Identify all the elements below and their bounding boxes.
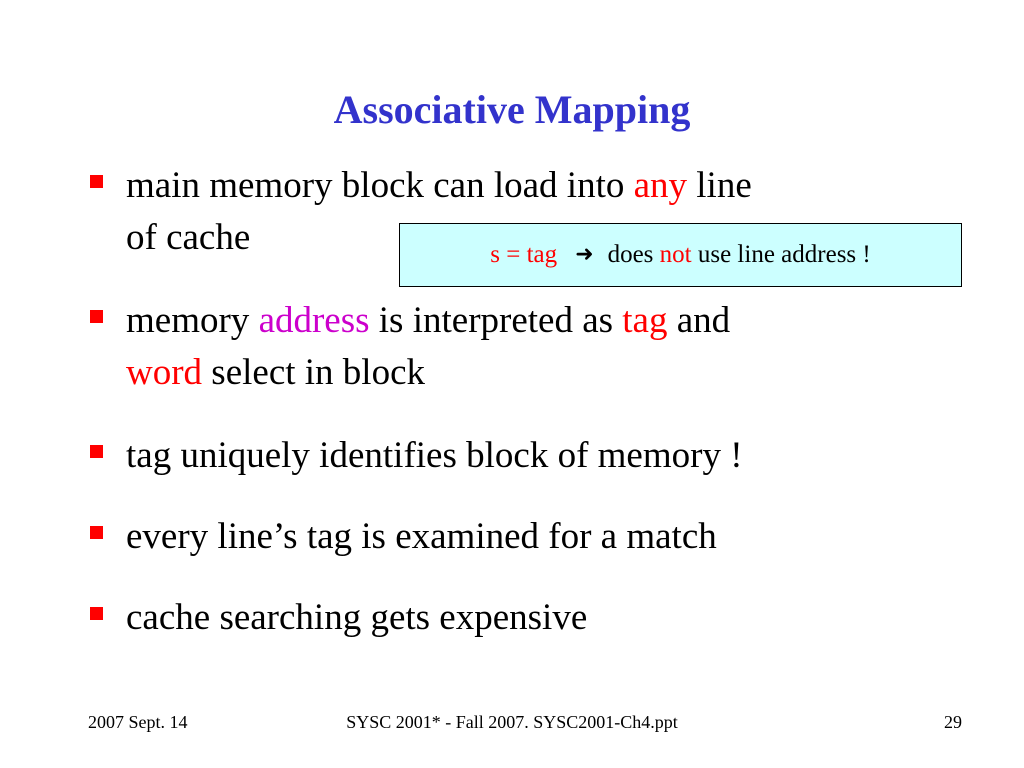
footer-course: SYSC 2001* - Fall 2007. SYSC2001-Ch4.ppt [346, 712, 678, 732]
callout-not-text: not [659, 241, 692, 268]
bullet-text-part: is interpreted as [369, 300, 623, 341]
slide-title: Associative Mapping [333, 87, 691, 132]
bullet-text: memory address is interpreted as tag and… [126, 295, 916, 399]
callout-text-pre: does [607, 241, 660, 268]
bullet-text: tag uniquely identifies block of memory … [126, 435, 743, 476]
square-bullet-icon [90, 526, 103, 539]
square-bullet-icon [90, 445, 103, 458]
highlight-any: any [633, 165, 688, 206]
right-arrow-icon: ➜ [575, 242, 594, 267]
callout-tag-text: s = tag [490, 241, 558, 268]
highlight-tag: tag [622, 300, 668, 341]
highlight-word: word [126, 352, 203, 393]
bullet-text-part: and [667, 300, 731, 341]
bullet-text-part: of cache [126, 217, 251, 258]
bullet-text-part: select in block [202, 352, 426, 393]
bullet-text: every line’s tag is examined for a match [126, 516, 717, 557]
square-bullet-icon [90, 607, 103, 620]
bullet-text-part: line [687, 165, 752, 206]
footer-page-number: 29 [944, 712, 962, 732]
footer-date: 2007 Sept. 14 [88, 712, 188, 732]
bullet-text-part: main memory block can load into [126, 165, 634, 206]
bullet-text: cache searching gets expensive [126, 597, 588, 638]
bullet-text: main memory block can load into any line… [126, 160, 916, 264]
bullet-text-part: memory [126, 300, 259, 341]
highlight-address: address [258, 300, 370, 341]
callout-box: s = tag ➜ does not use line address ! [399, 223, 962, 287]
square-bullet-icon [90, 175, 103, 188]
square-bullet-icon [90, 310, 103, 323]
callout-text-post: use line address ! [691, 241, 871, 268]
